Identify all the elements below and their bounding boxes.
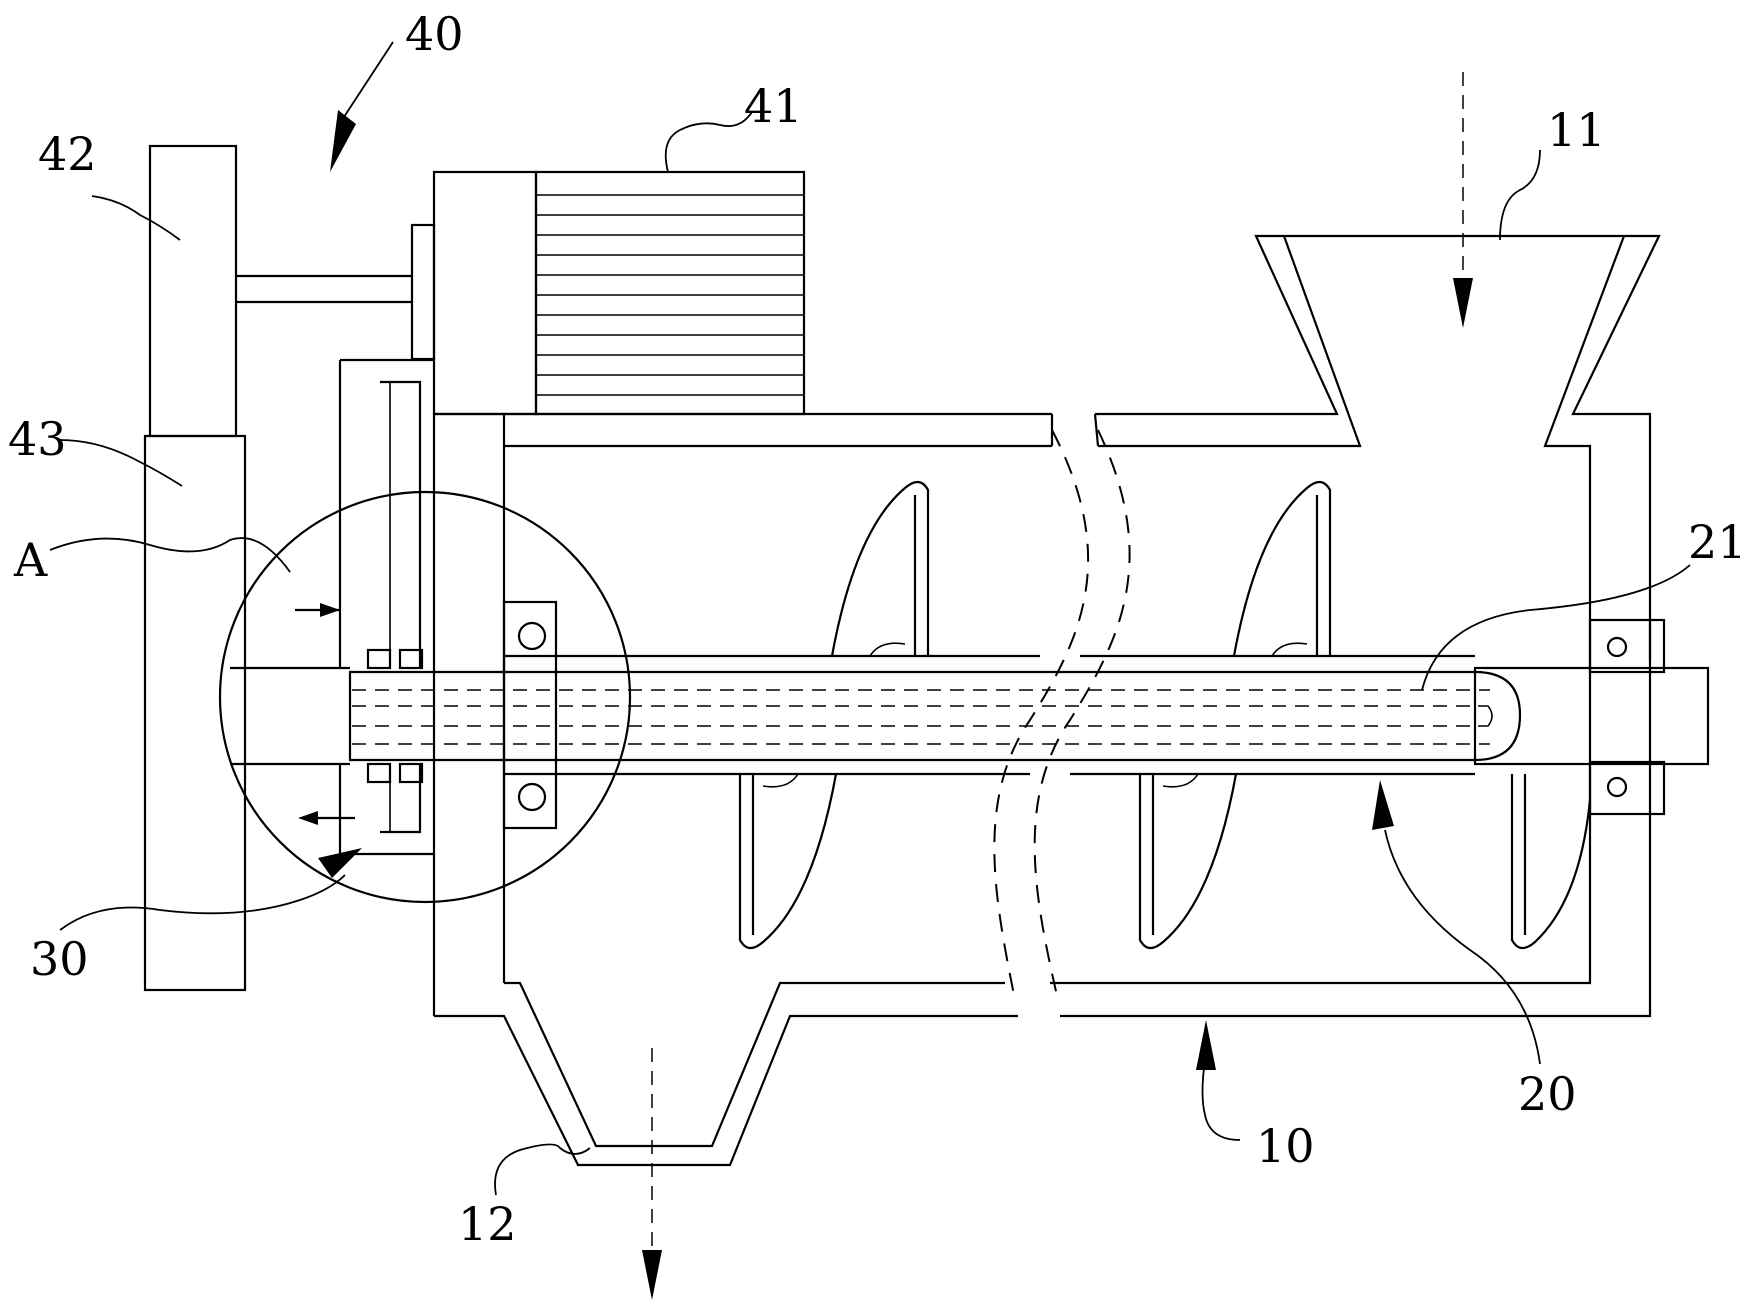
label-11: 11: [1547, 103, 1606, 157]
spiral-blade-lower-2: [1138, 773, 1238, 950]
label-30: 30: [30, 932, 89, 986]
break-line: [993, 429, 1131, 1001]
label-21: 21: [1688, 515, 1742, 569]
leaders: [49, 41, 1691, 1196]
motor-41: [432, 170, 806, 416]
label-40: 40: [405, 7, 464, 61]
drive-rod: [236, 223, 436, 361]
spiral-blade-upper-2: [1232, 480, 1332, 657]
label-12: 12: [458, 1197, 517, 1251]
rotary-joint-30: [218, 358, 632, 904]
drive-frame-upper-42: [148, 144, 238, 438]
inner-tube-21: [348, 670, 1522, 762]
label-43: 43: [8, 412, 67, 466]
spiral-blade-upper-1: [830, 480, 930, 657]
label-10: 10: [1256, 1119, 1315, 1173]
label-20: 20: [1518, 1067, 1577, 1121]
spiral-blade-lower-1: [738, 773, 838, 950]
label-42: 42: [38, 127, 97, 181]
drive-frame-lower-43: [143, 434, 247, 992]
label-41: 41: [744, 79, 803, 133]
inlet-flow-arrow: [1453, 72, 1473, 328]
housing-10: [432, 234, 1661, 1167]
screw-shaft-20: [502, 600, 1710, 830]
label-A: A: [13, 533, 48, 587]
outlet-flow-arrow: [642, 1048, 662, 1300]
spiral-blade-lower-3: [1510, 774, 1592, 950]
